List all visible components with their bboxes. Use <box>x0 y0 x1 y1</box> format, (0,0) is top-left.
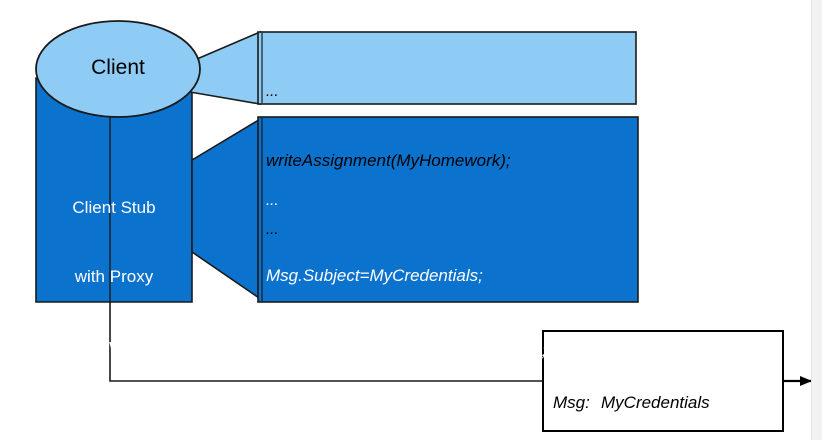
message-row-1: Msg: MyCredentials <box>553 390 781 416</box>
client-stub-label-line-1: Client Stub <box>72 198 156 217</box>
client-stub-label-line-2: with Proxy <box>74 267 154 286</box>
callout-dark-code: ... Msg.Subject=MyCredentials; Msg.Metho… <box>266 138 634 440</box>
callout-dark-line-2: Msg.Subject=MyCredentials; <box>266 266 483 285</box>
callout-dark-line-3: Msg.Method_Id=writeAssignment_Id; <box>266 341 547 360</box>
client-label: Client <box>91 56 145 79</box>
callout-dark-box[interactable] <box>257 116 639 303</box>
message-box[interactable] <box>542 330 784 432</box>
callout-light-code: ... writeAssignment(MyHomework); ... <box>266 34 634 287</box>
callout-light-line-1: ... <box>266 83 279 100</box>
callout-dark-line-4: Msg.Params= MyHomework; <box>266 416 485 435</box>
client-stub-label-line-3: (here without <box>64 336 164 355</box>
client-stub-label-line-4: PEP and PDP) <box>57 405 171 424</box>
callout-light-line-2: writeAssignment(MyHomework); <box>266 151 511 170</box>
client-stub-label: Client Stub with Proxy (here without PEP… <box>36 150 192 440</box>
callout-dark-line-1: ... <box>266 192 279 209</box>
callout-light-line-3: ... <box>266 221 279 238</box>
callout-light-box[interactable] <box>257 31 637 105</box>
message-key: Msg: <box>553 393 590 412</box>
message-box-text: Msg: MyCredentials writeAssignment_Id My… <box>553 338 781 440</box>
client-ellipse[interactable] <box>35 20 201 118</box>
message-value-1: MyCredentials <box>601 393 710 412</box>
connector-stub-to-message <box>109 302 812 386</box>
right-edge-strip <box>811 0 822 440</box>
callout-dark-tail <box>191 116 263 302</box>
